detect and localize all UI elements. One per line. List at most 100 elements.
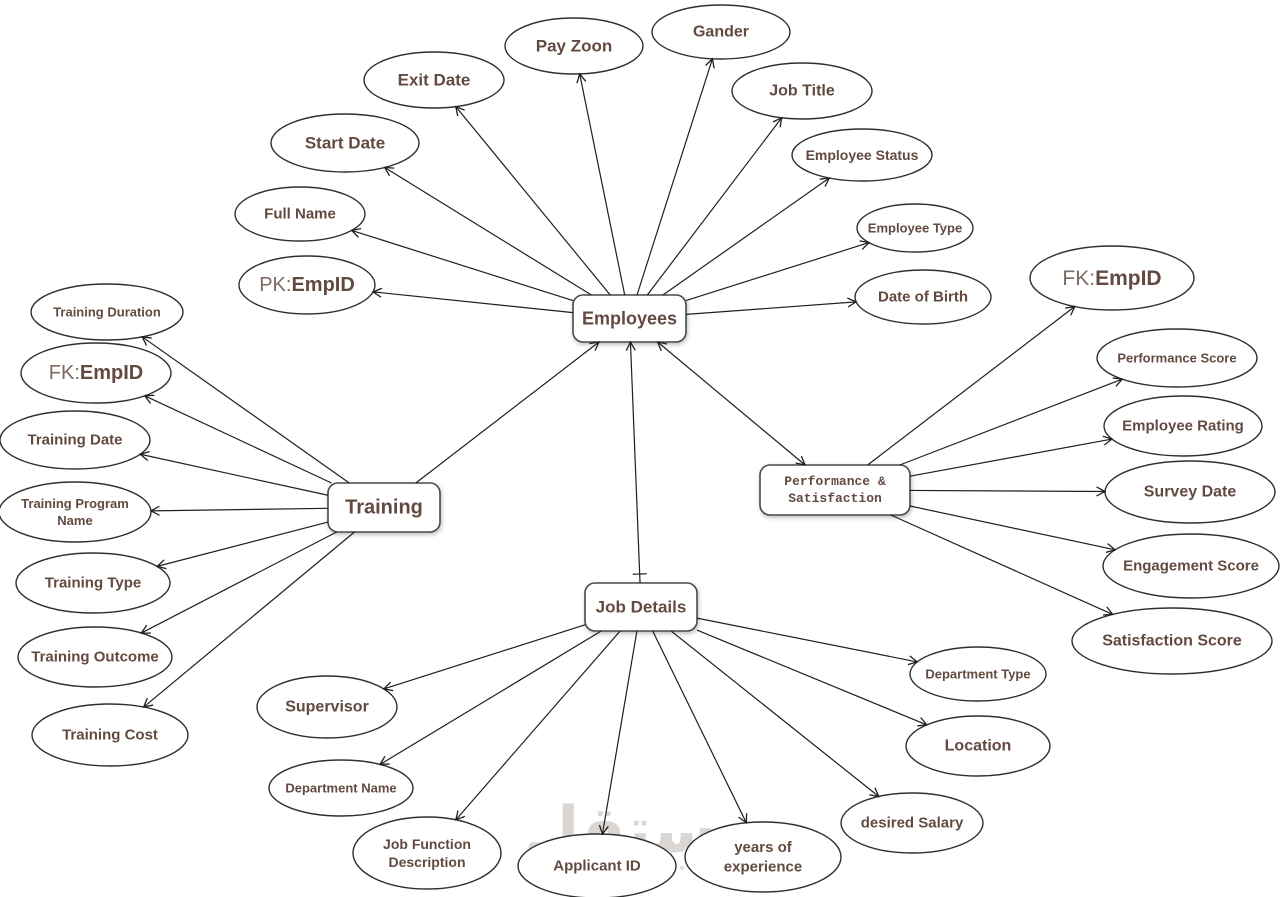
- relationship-line-job-details-location: [696, 629, 929, 727]
- entity-label-job-details: Job Details: [596, 598, 687, 617]
- relationship-line-employees-pk-empid: [371, 287, 574, 314]
- attribute-label-department-type: Department Type: [925, 667, 1030, 682]
- relationship-line-job-details-applicant-id: [598, 630, 638, 836]
- attribute-ellipse-pay-zoon: [504, 17, 644, 75]
- attribute-label-gander: Gander: [693, 24, 749, 41]
- attribute-ellipse-employee-status: [791, 128, 933, 182]
- attribute-label-employee-rating: Employee Rating: [1122, 418, 1244, 435]
- relationship-line-job-details-department-name: [378, 630, 602, 766]
- attribute-label-exit-date: Exit Date: [398, 71, 471, 90]
- attribute-label-training-date: Training Date: [27, 432, 122, 449]
- relationship-line-employees-employee-type: [685, 240, 871, 302]
- relationship-line-training-fk-empid-left: [143, 394, 332, 484]
- relationship-line-performance-satisfaction-fk-empid-right: [867, 305, 1076, 466]
- attribute-label-full-name: Full Name: [264, 206, 336, 223]
- attribute-ellipse-employee-type: [856, 203, 974, 253]
- attribute-label-job-function-description: Description: [388, 854, 465, 870]
- attribute-ellipse-employee-rating: [1103, 395, 1263, 457]
- attribute-label-training-program-name: Name: [57, 513, 92, 528]
- attribute-ellipse-years-of-experience: [684, 821, 842, 893]
- attribute-ellipse-satisfaction-score: [1071, 607, 1273, 675]
- attribute-ellipse-applicant-id: [517, 833, 677, 897]
- attribute-label-applicant-id: Applicant ID: [553, 858, 641, 875]
- attribute-ellipse-department-name: [268, 759, 414, 817]
- relationship-line-training-training-duration: [141, 336, 350, 484]
- attribute-label-employee-type: Employee Type: [868, 221, 962, 236]
- attribute-label-job-title: Job Title: [769, 83, 835, 100]
- attribute-ellipse-training-cost: [31, 703, 189, 767]
- entity-rect-training: [327, 482, 441, 533]
- attribute-label-job-function-description: Job Function: [383, 836, 471, 852]
- relationship-line-job-details-years-of-experience: [652, 630, 748, 825]
- attribute-label-training-cost: Training Cost: [62, 727, 158, 744]
- relationship-line-employees-performance-satisfaction: [656, 341, 807, 466]
- relationship-line-performance-satisfaction-employee-rating: [909, 435, 1114, 477]
- attribute-label-training-outcome: Training Outcome: [31, 649, 159, 666]
- attribute-ellipse-desired-salary: [840, 792, 984, 854]
- attribute-ellipse-supervisor: [256, 675, 398, 739]
- attribute-label-pay-zoon: Pay Zoon: [536, 37, 613, 56]
- relationship-line-training-employees: [415, 341, 601, 484]
- attribute-label-training-duration: Training Duration: [53, 305, 161, 320]
- attribute-ellipse-department-type: [909, 646, 1047, 702]
- relationship-line-training-training-outcome: [140, 531, 337, 634]
- entity-label-performance-satisfaction: Performance &: [784, 474, 886, 489]
- attribute-ellipse-engagement-score: [1102, 533, 1280, 599]
- attribute-label-satisfaction-score: Satisfaction Score: [1102, 633, 1242, 650]
- relationship-line-job-details-department-type: [696, 617, 919, 666]
- relationship-line-job-details-employees: [625, 340, 641, 584]
- entity-rect-job-details: [584, 582, 698, 632]
- attribute-label-pk-empid: PK:EmpID: [259, 274, 355, 296]
- relationship-line-training-training-cost: [142, 531, 355, 708]
- attribute-label-fk-empid-right: FK:EmpID: [1062, 267, 1161, 290]
- attribute-label-survey-date: Survey Date: [1144, 484, 1237, 501]
- relationship-line-training-training-date: [138, 451, 329, 496]
- attribute-label-training-program-name: Training Program: [21, 496, 129, 511]
- attribute-label-fk-empid-left: FK:EmpID: [49, 362, 143, 384]
- attribute-label-years-of-experience: years of: [734, 839, 793, 856]
- relationship-line-employees-employee-status: [662, 177, 831, 296]
- entity-rect-performance-satisfaction: [759, 464, 911, 516]
- attribute-label-performance-score: Performance Score: [1117, 351, 1236, 366]
- entity-label-performance-satisfaction: Satisfaction: [788, 491, 882, 506]
- relationship-line-training-training-program-name: [149, 505, 329, 516]
- relationship-line-employees-exit-date: [454, 105, 611, 296]
- attribute-ellipse-training-duration: [30, 283, 184, 341]
- attribute-ellipse-training-type: [15, 552, 171, 614]
- relationship-line-employees-start-date: [383, 166, 592, 296]
- attribute-ellipse-date-of-birth: [854, 269, 992, 325]
- attribute-ellipse-fk-empid-left: [20, 342, 172, 404]
- attribute-ellipse-job-function-description: [352, 816, 502, 890]
- attribute-ellipse-training-date: [0, 410, 151, 470]
- attribute-ellipse-performance-score: [1096, 328, 1258, 388]
- attribute-ellipse-pk-empid: [238, 255, 376, 315]
- entity-label-employees: Employees: [582, 309, 677, 329]
- attribute-label-desired-salary: desired Salary: [861, 815, 964, 832]
- relationship-line-performance-satisfaction-engagement-score: [909, 505, 1117, 554]
- attribute-label-department-name: Department Name: [285, 781, 396, 796]
- relationship-line-employees-date-of-birth: [685, 297, 858, 315]
- attribute-label-employee-status: Employee Status: [806, 147, 919, 163]
- relationship-line-employees-pay-zoon: [576, 72, 626, 296]
- relationship-line-job-details-desired-salary: [670, 630, 880, 798]
- attribute-ellipse-gander: [651, 4, 791, 60]
- relationship-line-job-details-supervisor: [382, 624, 586, 692]
- attribute-ellipse-training-outcome: [17, 626, 173, 688]
- attribute-label-supervisor: Supervisor: [285, 699, 369, 716]
- attribute-ellipse-location: [905, 715, 1051, 777]
- attribute-ellipse-full-name: [234, 186, 366, 242]
- attribute-ellipse-job-title: [731, 62, 873, 120]
- relationship-line-employees-full-name: [350, 228, 574, 302]
- relationship-line-job-details-job-function-description: [454, 630, 621, 821]
- attribute-label-location: Location: [945, 738, 1012, 755]
- attribute-label-engagement-score: Engagement Score: [1123, 558, 1259, 575]
- diagram-shapes: [0, 4, 1280, 897]
- attribute-ellipse-fk-empid-right: [1029, 245, 1195, 311]
- relationship-line-employees-gander: [636, 57, 715, 296]
- attribute-ellipse-exit-date: [363, 51, 505, 109]
- relationship-line-employees-job-title: [646, 116, 783, 296]
- attribute-label-training-type: Training Type: [45, 575, 141, 592]
- relationship-line-training-training-type: [155, 521, 329, 570]
